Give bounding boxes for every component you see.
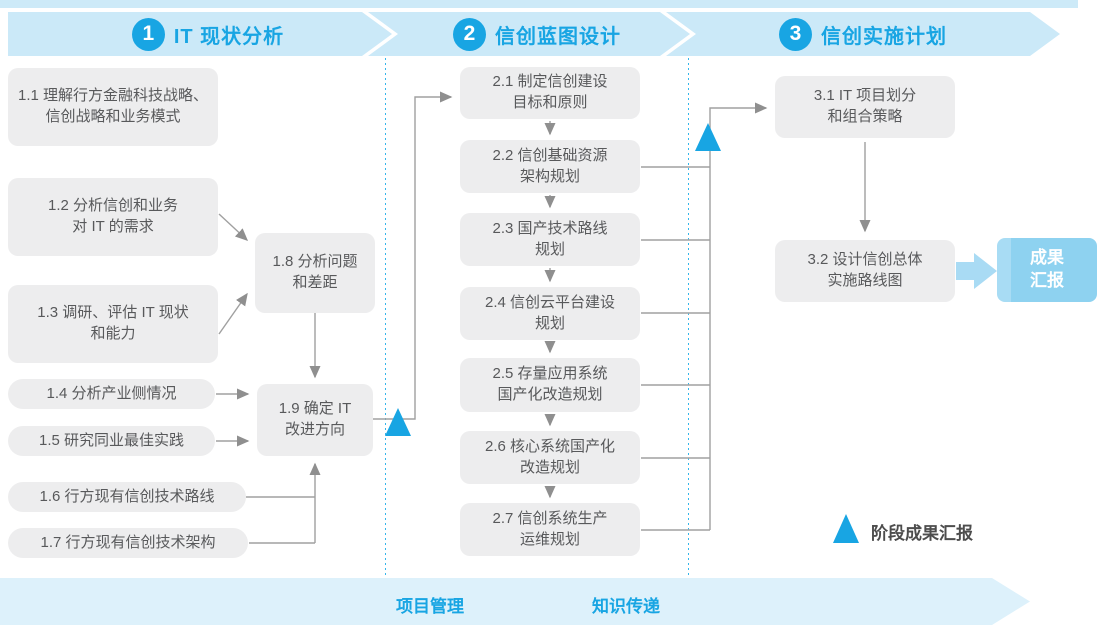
phase-2-title: 信创蓝图设计 xyxy=(495,25,621,48)
step-1-5-box: 1.5 研究同业最佳实践 xyxy=(8,426,215,456)
step-1-7-box: 1.7 行方现有信创技术架构 xyxy=(8,528,248,558)
step-1-1-label: 1.1 理解行方金融科技战略、 信创战略和业务模式 xyxy=(17,87,209,125)
step-1-2-label: 1.2 分析信创和业务 对 IT 的需求 xyxy=(47,197,179,235)
phase-1-header-content: 1 IT 现状分析 xyxy=(132,18,284,51)
step-2-1-box: 2.1 制定信创建设 目标和原则 xyxy=(460,67,640,119)
phase-1-number-badge: 1 xyxy=(132,18,165,51)
step-2-5-box: 2.5 存量应用系统 国产化改造规划 xyxy=(460,358,640,412)
step-1-7-label: 1.7 行方现有信创技术架构 xyxy=(40,533,216,551)
footer-band xyxy=(0,578,1030,625)
step-2-4-box: 2.4 信创云平台建设 规划 xyxy=(460,287,640,340)
step-1-2-box: 1.2 分析信创和业务 对 IT 的需求 xyxy=(8,178,218,256)
step-1-5-label: 1.5 研究同业最佳实践 xyxy=(38,431,185,449)
phase-1-header: 1 IT 现状分析 xyxy=(8,12,392,56)
step-1-9-box: 1.9 确定 IT 改进方向 xyxy=(257,384,373,456)
phase-3-header-content: 3 信创实施计划 xyxy=(779,18,947,51)
legend-label: 阶段成果汇报 xyxy=(871,524,973,543)
step-2-2-label: 2.2 信创基础资源 架构规划 xyxy=(492,146,608,185)
step-2-7-label: 2.7 信创系统生产 运维规划 xyxy=(492,509,608,548)
phase-2-number-badge: 2 xyxy=(453,18,486,51)
phase-3-header: 3 信创实施计划 xyxy=(666,12,1060,56)
step-3-1-box: 3.1 IT 项目划分 和组合策略 xyxy=(775,76,955,138)
milestone-triangle-phase2 xyxy=(695,123,721,151)
step-3-1-label: 3.1 IT 项目划分 和组合策略 xyxy=(813,87,917,125)
milestone-triangle-phase1 xyxy=(385,408,411,436)
step-2-3-label: 2.3 国产技术路线 规划 xyxy=(492,219,608,258)
step-1-8-box: 1.8 分析问题 和差距 xyxy=(255,233,375,313)
step-3-2-label: 3.2 设计信创总体 实施路线图 xyxy=(807,251,923,289)
footer-item-project-management: 项目管理 xyxy=(396,597,464,616)
result-box-label: 成果 汇报 xyxy=(1030,248,1064,290)
step-2-5-label: 2.5 存量应用系统 国产化改造规划 xyxy=(492,365,608,403)
step-1-3-box: 1.3 调研、评估 IT 现状 和能力 xyxy=(8,285,218,363)
step-2-2-box: 2.2 信创基础资源 架构规划 xyxy=(460,140,640,193)
step-2-6-label: 2.6 核心系统国产化 改造规划 xyxy=(484,437,616,476)
step-2-4-label: 2.4 信创云平台建设 规划 xyxy=(484,293,616,332)
footer-item-knowledge-transfer: 知识传递 xyxy=(592,597,660,616)
phase-2-header: 2 信创蓝图设计 xyxy=(368,12,690,56)
step-1-4-box: 1.4 分析产业侧情况 xyxy=(8,379,215,409)
top-band-sliver xyxy=(0,0,1078,8)
legend-triangle-icon xyxy=(833,514,859,543)
phase-3-title: 信创实施计划 xyxy=(821,25,947,48)
phase-2-header-content: 2 信创蓝图设计 xyxy=(453,18,621,51)
phase-divider-lines xyxy=(385,58,689,576)
phase-3-number-badge: 3 xyxy=(779,18,812,51)
result-arrow-icon xyxy=(956,253,997,289)
step-2-6-box: 2.6 核心系统国产化 改造规划 xyxy=(460,431,640,484)
step-1-1-box: 1.1 理解行方金融科技战略、 信创战略和业务模式 xyxy=(8,68,218,146)
step-2-1-label: 2.1 制定信创建设 目标和原则 xyxy=(492,73,608,111)
step-1-8-label: 1.8 分析问题 和差距 xyxy=(272,253,358,291)
step-1-9-label: 1.9 确定 IT 改进方向 xyxy=(278,400,352,438)
step-1-6-label: 1.6 行方现有信创技术路线 xyxy=(39,487,215,505)
flow-connectors xyxy=(216,91,871,544)
step-3-2-box: 3.2 设计信创总体 实施路线图 xyxy=(775,240,955,302)
result-box: 成果 汇报 xyxy=(997,238,1097,302)
step-1-6-box: 1.6 行方现有信创技术路线 xyxy=(8,482,246,512)
step-2-7-box: 2.7 信创系统生产 运维规划 xyxy=(460,503,640,556)
step-1-4-label: 1.4 分析产业侧情况 xyxy=(46,384,177,402)
phase-1-title: IT 现状分析 xyxy=(173,25,285,48)
step-2-3-box: 2.3 国产技术路线 规划 xyxy=(460,213,640,266)
step-1-3-label: 1.3 调研、评估 IT 现状 和能力 xyxy=(37,304,189,342)
